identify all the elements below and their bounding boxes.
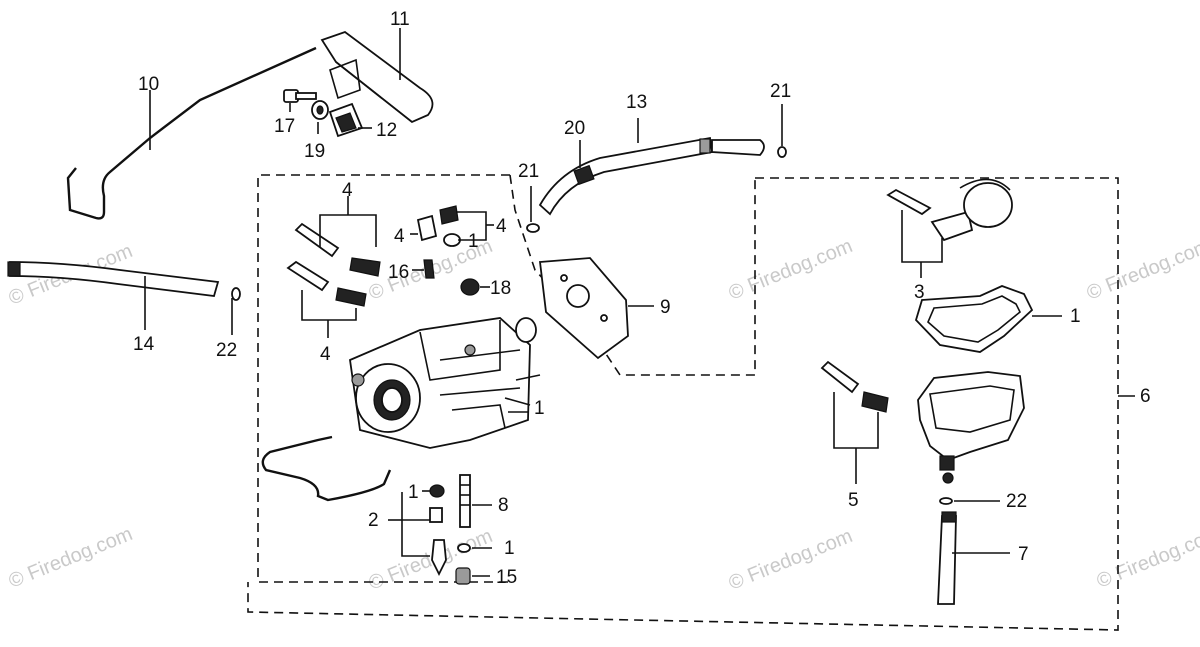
plate-12 <box>328 102 372 138</box>
plug-18 <box>460 278 490 296</box>
pilot-screws-4 <box>286 196 381 338</box>
float-3 <box>886 178 1013 278</box>
label-1-lower: 1 <box>504 538 515 559</box>
float-chamber-outline <box>247 177 1119 631</box>
label-8: 8 <box>498 495 509 516</box>
wire-guide <box>261 435 392 502</box>
washer-19 <box>311 100 329 134</box>
label-13: 13 <box>626 92 647 113</box>
screw-17 <box>283 89 317 112</box>
label-4-top-left: 4 <box>342 180 353 201</box>
jets-4-1 <box>410 205 494 247</box>
watermark: © Firedog.com <box>366 525 496 595</box>
gasket-9 <box>538 257 654 360</box>
label-16: 16 <box>388 262 409 283</box>
label-2: 2 <box>368 510 379 531</box>
label-7: 7 <box>1018 544 1029 565</box>
label-4-mid: 4 <box>394 226 405 247</box>
label-21-right: 21 <box>770 81 791 102</box>
jet-16 <box>412 259 435 279</box>
label-21-left: 21 <box>518 161 539 182</box>
pilot-screws-5 <box>820 360 889 484</box>
watermark: © Firedog.com <box>6 523 136 593</box>
label-15: 15 <box>496 567 517 588</box>
watermark: © Firedog.com <box>1094 523 1200 593</box>
label-4-right: 4 <box>496 216 507 237</box>
leader-lines <box>388 411 528 521</box>
clip-21-left <box>526 186 540 233</box>
watermark: © Firedog.com <box>1084 235 1200 305</box>
float-chamber-gasket-1 <box>914 285 1062 353</box>
label-5: 5 <box>848 490 859 511</box>
clip-21-top-right <box>777 104 787 158</box>
fuel-tube-14 <box>7 261 220 330</box>
label-1-lower-top: 1 <box>408 482 419 503</box>
label-14: 14 <box>133 334 155 355</box>
label-22-right: 22 <box>1006 491 1027 512</box>
clip-22-left <box>231 287 241 335</box>
clip-22-right <box>939 497 1000 505</box>
needle-jet-2 <box>401 492 443 557</box>
label-12: 12 <box>376 120 397 141</box>
label-17: 17 <box>274 116 295 137</box>
label-22-left: 22 <box>216 340 237 361</box>
label-20: 20 <box>564 118 585 139</box>
label-4-bottom-left: 4 <box>320 344 331 365</box>
label-1-mid: 1 <box>468 231 479 252</box>
label-3: 3 <box>914 282 925 303</box>
watermark: © Firedog.com <box>726 235 856 305</box>
drain-plug-15 <box>455 567 490 585</box>
control-rod-10 <box>66 46 317 220</box>
label-11: 11 <box>390 9 410 30</box>
float-valve-needle <box>431 539 447 577</box>
assembly-outlines <box>247 174 1135 631</box>
drain-tube-7 <box>937 511 1010 605</box>
label-6: 6 <box>1140 386 1151 407</box>
part-labels: 11 10 17 19 12 13 20 21 21 4 4 1 4 16 18… <box>133 9 1151 588</box>
carburetor-body <box>349 317 541 449</box>
hose-13 <box>538 118 765 216</box>
label-18: 18 <box>490 278 511 299</box>
gasket-group-outline <box>509 174 756 376</box>
carburetor-assembly-outline <box>257 174 510 583</box>
label-9: 9 <box>660 297 671 318</box>
main-jet-8 <box>459 474 492 528</box>
label-10: 10 <box>138 74 159 95</box>
o-ring-1-lower <box>457 543 492 553</box>
float-chamber-bowl <box>917 371 1025 484</box>
label-1-right: 1 <box>1070 306 1081 327</box>
jet-1-lower <box>422 484 445 498</box>
bracket-arm-11 <box>320 28 434 124</box>
label-19: 19 <box>304 141 325 162</box>
label-1-body: 1 <box>534 398 545 419</box>
watermark: © Firedog.com <box>726 525 856 595</box>
